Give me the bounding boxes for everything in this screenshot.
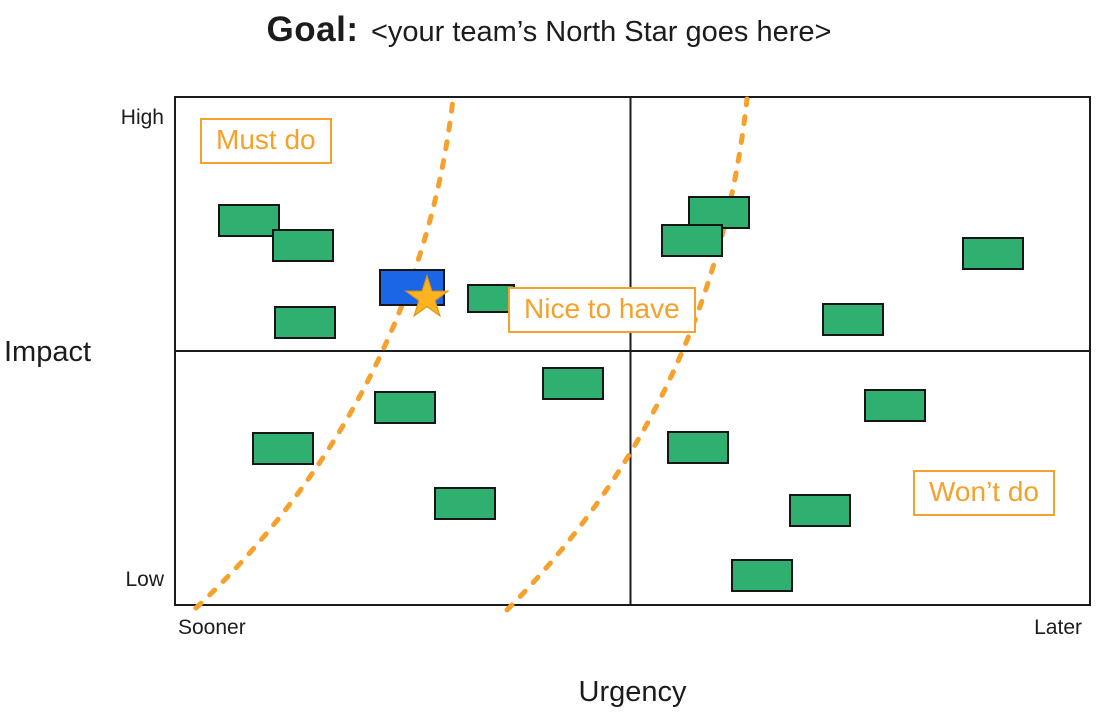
y-axis-low-label: Low (125, 568, 164, 591)
page-title[interactable]: Goal: <your team’s North Star goes here> (0, 10, 1098, 50)
sticky-note-7-green[interactable] (661, 224, 723, 257)
sticky-note-11-green[interactable] (374, 391, 436, 424)
priority-curve-1 (193, 96, 456, 611)
title-goal-prefix: Goal: (266, 10, 359, 49)
x-axis-title: Urgency (578, 676, 687, 708)
sticky-note-15-green[interactable] (667, 431, 729, 464)
sticky-note-3-green[interactable] (274, 306, 336, 339)
x-axis-sooner-label: Sooner (178, 616, 246, 639)
quadrant-label-wont-do[interactable]: Won’t do (913, 470, 1055, 516)
sticky-note-4-blue[interactable] (379, 269, 445, 306)
sticky-note-1-green[interactable] (218, 204, 280, 237)
sticky-note-16-green[interactable] (789, 494, 851, 527)
sticky-note-10-green[interactable] (542, 367, 604, 400)
sticky-note-6-green[interactable] (688, 196, 750, 229)
sticky-note-14-green[interactable] (864, 389, 926, 422)
title-goal-placeholder: <your team’s North Star goes here> (370, 16, 832, 48)
y-axis-title: Impact (4, 336, 92, 368)
sticky-note-8-green[interactable] (962, 237, 1024, 270)
y-axis-high-label: High (120, 106, 164, 129)
sticky-note-2-green[interactable] (272, 229, 334, 262)
sticky-note-12-green[interactable] (252, 432, 314, 465)
x-axis-later-label: Later (1034, 616, 1082, 639)
sticky-note-9-green[interactable] (822, 303, 884, 336)
priority-curve-2 (504, 96, 750, 613)
quadrant-label-must-do[interactable]: Must do (200, 118, 332, 164)
star-icon[interactable] (403, 274, 451, 322)
quadrant-label-nice-to-have[interactable]: Nice to have (508, 287, 696, 333)
sticky-note-13-green[interactable] (434, 487, 496, 520)
sticky-note-17-green[interactable] (731, 559, 793, 592)
